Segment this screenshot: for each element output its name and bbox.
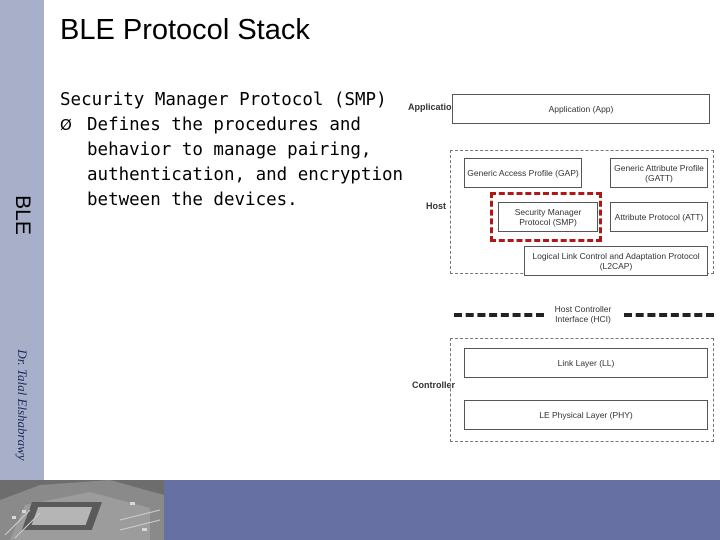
box-gatt: Generic Attribute Profile (GATT) <box>610 158 708 188</box>
protocol-stack-diagram: Application Host Controller Application … <box>402 88 720 448</box>
controller-group <box>450 338 714 442</box>
left-sidebar <box>0 0 44 480</box>
layer-label-controller: Controller <box>412 380 456 390</box>
box-att: Attribute Protocol (ATT) <box>610 202 708 232</box>
smp-highlight-frame <box>490 192 602 242</box>
sidebar-title-text: BLE <box>11 195 34 235</box>
layer-label-host: Host <box>426 201 446 211</box>
author-name: Dr. Talal Elshabrawy <box>15 349 30 461</box>
hci-label: Host Controller Interface (HCI) <box>554 304 612 324</box>
bullet-text: Defines the procedures and behavior to m… <box>87 115 404 210</box>
hci-dash-left <box>454 313 544 317</box>
box-physical-layer: LE Physical Layer (PHY) <box>464 400 708 430</box>
box-application: Application (App) <box>452 94 710 124</box>
circuit-board-image <box>0 480 164 540</box>
bullet-arrow-icon: Ø <box>60 116 72 134</box>
hci-dash-right <box>624 313 714 317</box>
box-gap: Generic Access Profile (GAP) <box>464 158 582 188</box>
box-l2cap: Logical Link Control and Adaptation Prot… <box>524 246 708 276</box>
sidebar-title: BLE <box>0 160 44 270</box>
slide-title: BLE Protocol Stack <box>60 14 310 46</box>
box-smp: Security Manager Protocol (SMP) <box>498 202 598 232</box>
bullet-item: Ø Defines the procedures and behavior to… <box>60 113 405 213</box>
content-text: Security Manager Protocol (SMP) Ø Define… <box>60 88 405 213</box>
content-heading: Security Manager Protocol (SMP) <box>60 90 387 110</box>
layer-label-application: Application <box>408 102 457 112</box>
box-link-layer: Link Layer (LL) <box>464 348 708 378</box>
sidebar-author: Dr. Talal Elshabrawy <box>0 330 44 480</box>
